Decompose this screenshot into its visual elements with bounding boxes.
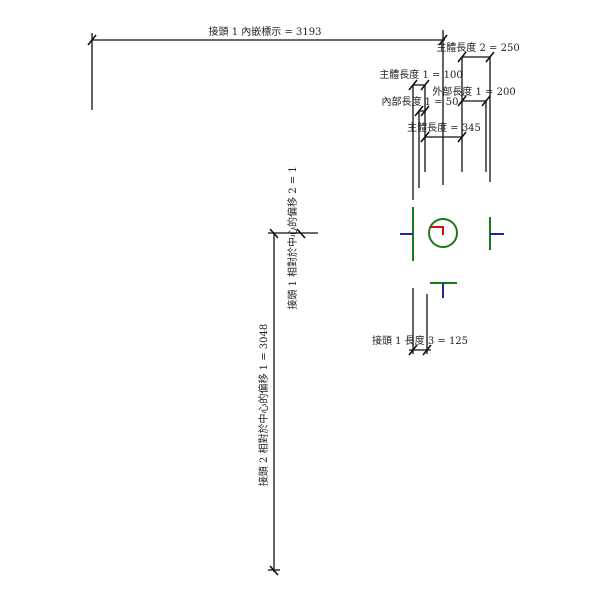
dimension-connector1-length-3[interactable]: 接頭 1 長度 3 = 125 [372,288,468,356]
connector-center[interactable] [428,218,458,248]
dimension-body-length-2[interactable]: 主體長度 2 = 250 [436,41,520,182]
dimension-outer-length-1[interactable]: 外部長度 1 = 200 [432,85,516,172]
connector-right[interactable] [489,217,504,250]
dimension-label: 主體長度 = 345 [407,121,481,134]
dimension-connector1-offset-2[interactable]: 接頭 1 相對於中心的偏移 2 = 1 [268,166,318,310]
dimension-inner-length-1[interactable]: 內部長度 1 = 50 [381,95,459,188]
dimension-label: 接頭 1 相對於中心的偏移 2 = 1 [286,166,299,309]
dimension-label: 接頭 2 相對於中心的偏移 1 = 3048 [257,324,270,486]
connector-left[interactable] [400,207,414,261]
connector-bottom[interactable] [430,282,457,298]
dimension-body-length-1[interactable]: 主體長度 1 = 100 [379,68,463,200]
dimension-label: 接頭 1 內嵌標示 = 3193 [209,25,322,38]
dimension-body-length[interactable]: 主體長度 = 345 [407,121,481,143]
dimension-label: 接頭 1 長度 3 = 125 [372,334,468,347]
dimension-connector1-embed[interactable]: 接頭 1 內嵌標示 = 3193 [87,25,448,110]
dimension-connector2-offset-1[interactable]: 接頭 2 相對於中心的偏移 1 = 3048 [257,228,280,576]
dimension-label: 內部長度 1 = 50 [381,95,458,108]
dimension-label: 主體長度 2 = 250 [436,41,519,54]
origin-marker-icon [430,226,444,235]
dimension-label: 主體長度 1 = 100 [379,68,462,81]
dimension-label: 外部長度 1 = 200 [432,85,515,98]
